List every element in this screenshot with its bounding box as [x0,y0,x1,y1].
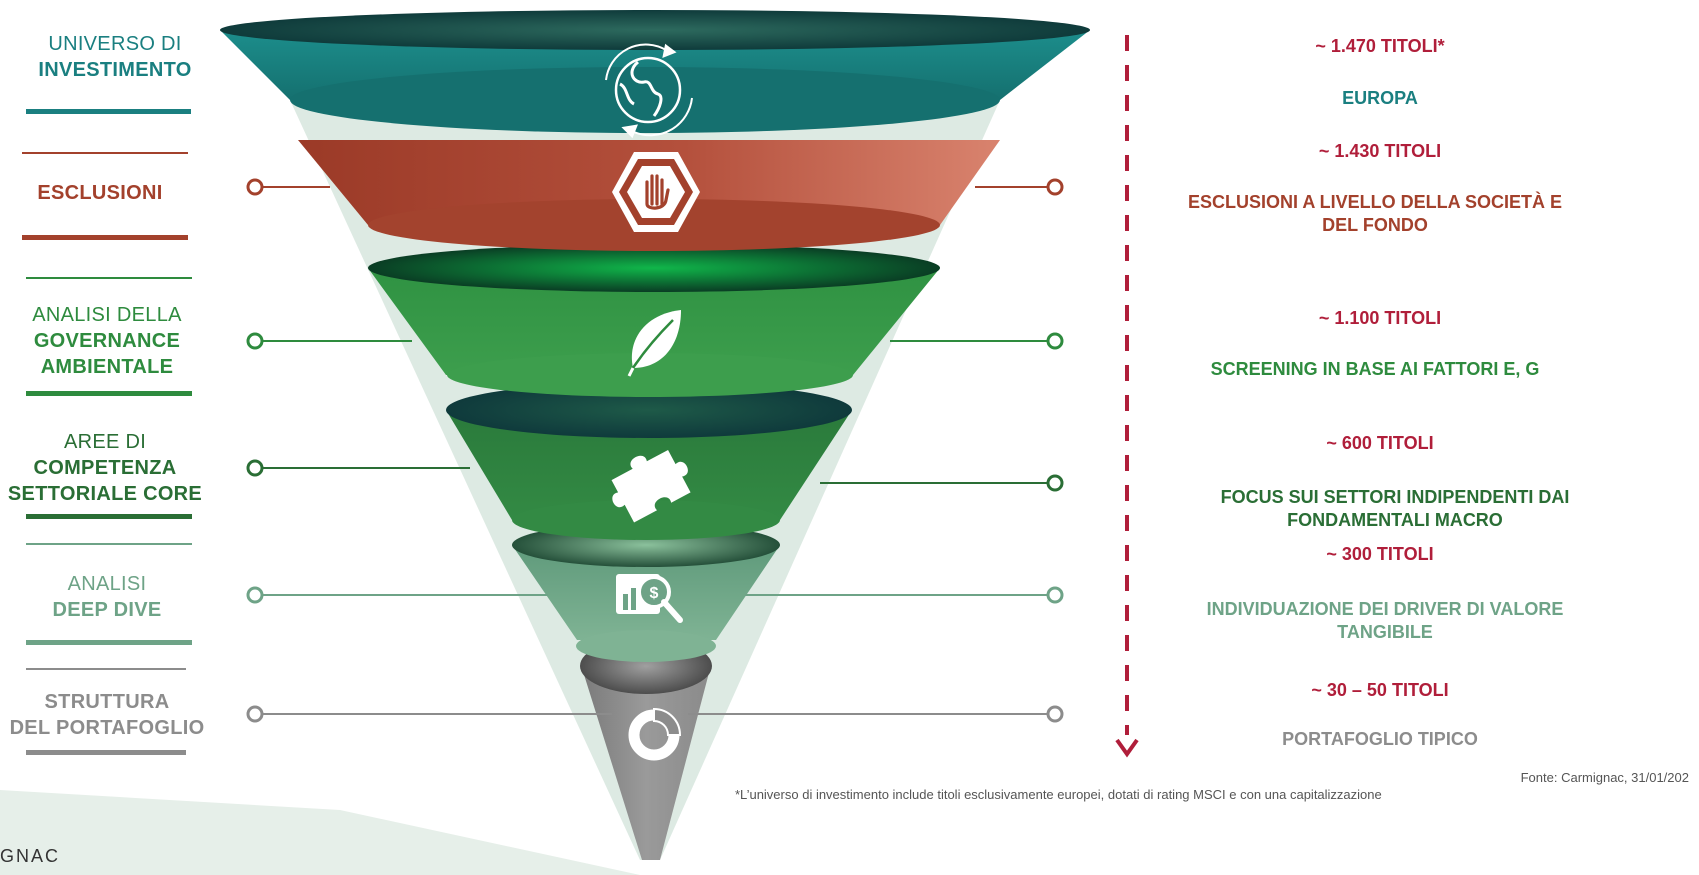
stage-desc-line2: FONDAMENTALI MACRO [1287,510,1503,530]
stage-label-line2: ESCLUSIONI [37,182,163,204]
stage-desc-competenza: FOCUS SUI SETTORI INDIPENDENTI DAI FONDA… [1160,486,1630,532]
stage-count-deep-dive: ~ 300 TITOLI [1326,544,1434,564]
stage-label-deep-dive: ANALISI DEEP DIVE [0,571,222,623]
stage-label-portafoglio: STRUTTURA DEL PORTAFOGLIO [0,689,222,741]
stage-label-line1: AREE DI [63,431,147,453]
dashed-down-arrow [1115,35,1139,758]
stage-label-line1: STRUTTURA [44,691,170,713]
stage-count-governance: ~ 1.100 TITOLI [1318,308,1442,328]
stage-count-universo: ~ 1.470 TITOLI* [1315,36,1445,56]
stage-label-line2: DEL PORTAFOGLIO [9,717,205,739]
divider-portafoglio-top [26,668,186,670]
stage-desc-line2: DEL FONDO [1322,215,1428,235]
divider-deep-dive-top [26,543,192,545]
stop-hand-icon [612,152,700,232]
analysis-magnifier-icon: $ [616,574,683,623]
globe-icon [605,43,693,139]
stage-desc-universo: EUROPA [1342,88,1418,108]
stage-label-line2: INVESTIMENTO [38,59,192,81]
stage-desc-line2: TANGIBILE [1337,622,1433,642]
brand-logo-text: GNAC [0,846,61,866]
divider-governance-top [26,277,192,279]
svg-text:$: $ [650,585,659,602]
donut-chart-icon [628,707,682,761]
footnote-universe: *L’universo di investimento include tito… [735,787,1382,802]
divider-competenza [26,514,192,519]
divider-governance [26,391,192,396]
divider-universo [26,109,191,114]
stage-label-line2: GOVERNANCE [33,330,181,352]
stage-desc-governance: SCREENING IN BASE AI FATTORI E, G [1210,359,1540,379]
divider-esclusioni-top [22,152,188,154]
stage-label-line1: ANALISI [67,573,147,595]
stage-desc-esclusioni: ESCLUSIONI A LIVELLO DELLA SOCIETÀ E DEL… [1140,191,1610,237]
stage-label-line2: COMPETENZA [33,457,177,479]
stage-desc-line1: INDIVIDUAZIONE DEI DRIVER DI VALORE [1206,599,1564,619]
stage-label-line1: ANALISI DELLA [32,304,182,326]
stage-label-universo: UNIVERSO DI INVESTIMENTO [0,31,230,83]
stage-desc-line1: FOCUS SUI SETTORI INDIPENDENTI DAI [1220,487,1570,507]
stage-label-line1: UNIVERSO DI [48,33,182,55]
stage-desc-portafoglio: PORTAFOGLIO TIPICO [1282,729,1478,749]
left-connectors [246,178,612,723]
stage-label-governance: ANALISI DELLA GOVERNANCE AMBIENTALE [0,302,222,380]
stage-label-esclusioni: ESCLUSIONI [0,180,215,206]
right-connectors [688,178,1064,723]
stage-label-line2: DEEP DIVE [52,599,162,621]
funnel-level-portafoglio [581,665,711,860]
stage-desc-line1: ESCLUSIONI A LIVELLO DELLA SOCIETÀ E [1187,192,1563,212]
divider-portafoglio [26,750,186,755]
leaf-icon [627,310,681,377]
footnote-source: Fonte: Carmignac, 31/01/202 [1520,770,1689,785]
divider-deep-dive [26,640,192,645]
stage-label-line3: AMBIENTALE [40,356,174,378]
stage-count-portafoglio: ~ 30 – 50 TITOLI [1311,680,1449,700]
stage-count-competenza: ~ 600 TITOLI [1326,433,1434,453]
stage-count-esclusioni: ~ 1.430 TITOLI [1318,141,1442,161]
stage-label-line3: SETTORIALE CORE [7,483,203,505]
puzzle-icon [611,450,691,523]
stage-desc-deep-dive: INDIVIDUAZIONE DEI DRIVER DI VALORE TANG… [1145,598,1625,644]
stage-label-competenza: AREE DI COMPETENZA SETTORIALE CORE [0,429,220,507]
divider-esclusioni [22,235,188,240]
